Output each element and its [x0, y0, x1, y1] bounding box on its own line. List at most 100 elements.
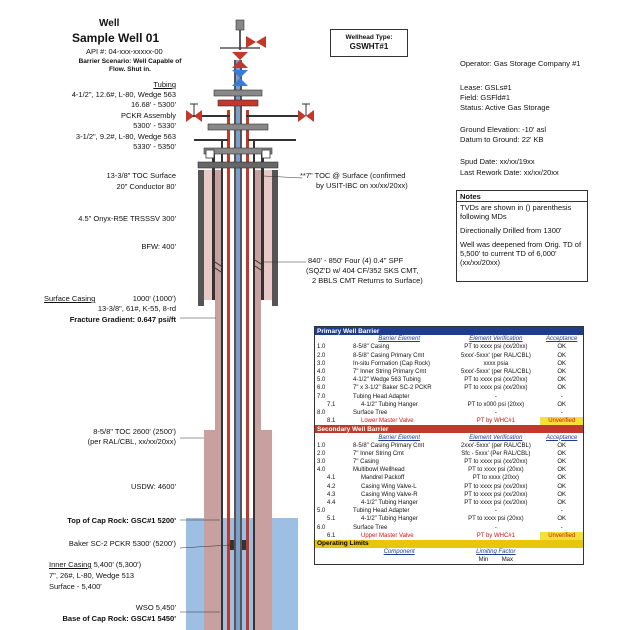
secondary-row-verification: PT to xxxx psi (xx/20xx) [464, 500, 528, 507]
surface-cement-left [204, 170, 212, 300]
primary-row-verification: PT to xxxx psi (xx/20xx) [464, 385, 528, 392]
upper-valve-icon-b [232, 60, 248, 68]
tubing-left [234, 60, 236, 630]
primary-barrier-row: 5.0 4-1/2" Wedge 563 Tubing PT to xxxx psi… [315, 376, 583, 384]
primary-row-element: 7" Inner String Primary Cmt [353, 369, 427, 376]
secondary-row-element: Mandrel Packoff [361, 475, 405, 482]
primary-row-num: 4.0 [317, 369, 326, 376]
secondary-row-num: 5.0 [317, 508, 326, 515]
primary-row-element: 4-1/2" Wedge 563 Tubing [353, 377, 421, 384]
secondary-row-verification: PT to xxxx psi (20xx) [468, 467, 524, 474]
secondary-row-element: Upper Master Valve [361, 532, 414, 539]
secondary-row-verification: - [494, 524, 497, 531]
surface-cement-right [264, 170, 272, 300]
valve-left-icon-b [306, 110, 314, 122]
cap-rock-top: Top of Cap Rock: GSC#1 5200' [67, 516, 176, 525]
primary-row-num: 8.1 [327, 418, 336, 425]
note-2: Directionally Drilled from 1300' [460, 226, 562, 235]
primary-row-verification: xxxx psia [483, 360, 509, 367]
barrier-scenario-2: Flow. Shut in. [108, 66, 151, 73]
conductor-label: 20" Conductor 80' [116, 182, 176, 191]
api-number: API #: 04-xxx-xxxxx-00 [86, 47, 163, 56]
bfw-label: BFW: 400' [141, 242, 176, 251]
casing-7-right [246, 110, 249, 630]
toc-7-line1: **7" TOC @ Surface (confirmed [300, 171, 406, 180]
primary-col-headers: Barrier Element Element Verification Acc… [315, 335, 583, 343]
secondary-header-row: Secondary Well Barrier [315, 425, 583, 434]
surface-casing-spec: 13-3/8", 61#, K-55, 8-rd [97, 304, 176, 313]
primary-row-acceptance: OK [557, 344, 567, 351]
primary-row-element: Surface Tree [353, 409, 388, 416]
secondary-row-element: Multibowl Wellhead [353, 467, 405, 474]
secondary-row-element: Tubing Head Adapter [353, 508, 410, 515]
primary-header-row: Primary Well Barrier [315, 327, 583, 336]
primary-row-num: 8.0 [317, 409, 326, 416]
barrier-table: Primary Well Barrier Barrier Element Ele… [314, 326, 584, 566]
primary-row-acceptance: OK [557, 360, 567, 367]
packer-label: Baker SC-2 PCKR 5300' (5200') [68, 539, 176, 548]
primary-row-num: 7.0 [317, 393, 326, 400]
toc-7-line2: by USIT-IBC on xx/xx/20xx) [316, 181, 408, 190]
toc-858-1: 8-5/8" TOC 2600' (2500') [93, 427, 176, 436]
primary-row-acceptance: OK [557, 385, 567, 392]
secondary-row-element: 7" Casing [353, 459, 379, 466]
primary-row-acceptance: - [560, 393, 563, 400]
primary-row-acceptance: Unverified [540, 417, 583, 426]
trsssv-label: 4.5" Onyx-R5E TRSSSV 300' [78, 214, 176, 223]
secondary-row-acceptance: OK [557, 459, 567, 466]
secondary-row-verification: - [494, 508, 497, 515]
valve-right-icon [186, 110, 194, 122]
inner-casing-title: Inner Casing 5,400' (5,300') [49, 560, 142, 569]
secondary-row-num: 4.0 [317, 467, 326, 474]
secondary-row-element: 8-5/8" Casing Primary Cmt [353, 442, 425, 449]
secondary-row-verification: PT to xxxx psi (xx/20xx) [464, 459, 528, 466]
secondary-row-acceptance: - [560, 524, 563, 531]
secondary-row-element: Casing Wing Valve-L [361, 483, 417, 490]
secondary-row-acceptance: OK [557, 442, 567, 449]
primary-row-num: 1.0 [317, 344, 326, 351]
primary-row-num: 7.1 [327, 401, 336, 408]
primary-row-num: 5.0 [317, 377, 326, 384]
secondary-row-verification: PT to xxxx (20xx) [472, 475, 519, 482]
spud-date: Spud Date: xx/xx/19xx [460, 157, 535, 166]
secondary-row-element: Casing Wing Valve-R [361, 491, 418, 498]
secondary-row-verification: Sfc - 5xxx' (Per RAL/CBL) [461, 450, 531, 457]
surface-casing-title: Surface Casing [44, 294, 96, 303]
packer-left [230, 540, 234, 550]
primary-row-element: 8-5/8" Casing Primary Cmt [353, 352, 425, 359]
lease: Lease: GSLs#1 [460, 83, 512, 92]
swab-valve-icon [246, 36, 256, 48]
ground-elevation: Ground Elevation: -10' asl [460, 125, 547, 134]
col-acceptance: Acceptance [546, 336, 578, 343]
secondary-row-acceptance: OK [557, 475, 567, 482]
flange-2 [217, 99, 259, 107]
wellhead-type-label: Wellhead Type: [345, 34, 393, 41]
flange-5 [197, 161, 279, 169]
tubing-spec-1: 4-1/2", 12.6#, L-80, Wedge 563 [71, 90, 176, 99]
secondary-row-num: 4.2 [327, 483, 336, 490]
status: Status: Active Gas Storage [460, 103, 550, 112]
primary-row-verification: PT to xxxx psi (xx/20xx) [464, 377, 528, 384]
datum-to-ground: Datum to Ground: 22' KB [460, 135, 544, 144]
wellhead-type-value: GSWHT#1 [349, 42, 389, 51]
primary-row-num: 3.0 [317, 360, 326, 367]
col-verification-2: Element Verification [469, 434, 523, 441]
pckr-depth: 5300' - 5330' [133, 121, 176, 130]
cap-rock-base: Base of Cap Rock: GSC#1 5450' [62, 614, 177, 623]
col-barrier-element-2: Barrier Element [378, 434, 420, 441]
conductor-right [272, 170, 278, 306]
primary-row-acceptance: - [560, 409, 563, 416]
primary-row-acceptance: OK [557, 369, 567, 376]
secondary-row-acceptance: OK [557, 491, 567, 498]
primary-row-acceptance: OK [557, 352, 567, 359]
note-3: Well was deepened from Orig. TD of 5,500… [460, 240, 582, 267]
tubing-bore [236, 60, 240, 630]
secondary-row-verification: PT by WHC#1 [476, 532, 515, 539]
toc-858-2: (per RAL/CBL, xx/xx/20xx) [87, 437, 176, 446]
